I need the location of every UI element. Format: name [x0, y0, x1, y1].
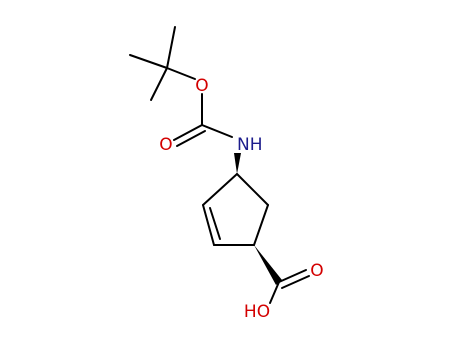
bond-ring-c2-c3 [253, 204, 269, 246]
bond-ring-c4-c5 [202, 204, 215, 246]
atom-label-nitrogen: NH [237, 135, 263, 155]
atom-label-acid-oxygen: O [310, 261, 323, 281]
atom-label-hydroxyl: HO [244, 302, 270, 322]
bond-carboxyl-double-2 [281, 275, 310, 289]
bond-methyl-top [166, 26, 176, 69]
bond-carbonyl-double-2 [176, 130, 206, 147]
bond-methyl-bottom [150, 67, 168, 101]
bond-carbonyl-carbon-to-nitrogen [201, 124, 233, 138]
bond-carboxyl-to-hydroxyl [269, 281, 280, 304]
carbamate-group [173, 93, 233, 147]
carboxylic-acid-group [269, 269, 310, 304]
bond-quaternary-to-ester-oxygen [166, 67, 196, 80]
bond-ring-c4-c5-inner [209, 207, 221, 240]
bond-carboxyl-double-1 [278, 269, 307, 283]
tert-butyl-group [129, 26, 196, 101]
atom-label-ester-oxygen: O [195, 76, 208, 96]
atom-label-carbonyl-oxygen: O [159, 135, 172, 155]
bond-ring-c5-c1 [202, 173, 238, 206]
bond-ring-c1-c2 [236, 173, 269, 206]
cyclopentene-ring [202, 173, 269, 246]
wedge-bond-amino [234, 153, 241, 174]
wedge-bond-carboxyl [254, 245, 282, 285]
bond-methyl-left [129, 54, 168, 69]
bond-carbonyl-double-1 [173, 124, 203, 141]
